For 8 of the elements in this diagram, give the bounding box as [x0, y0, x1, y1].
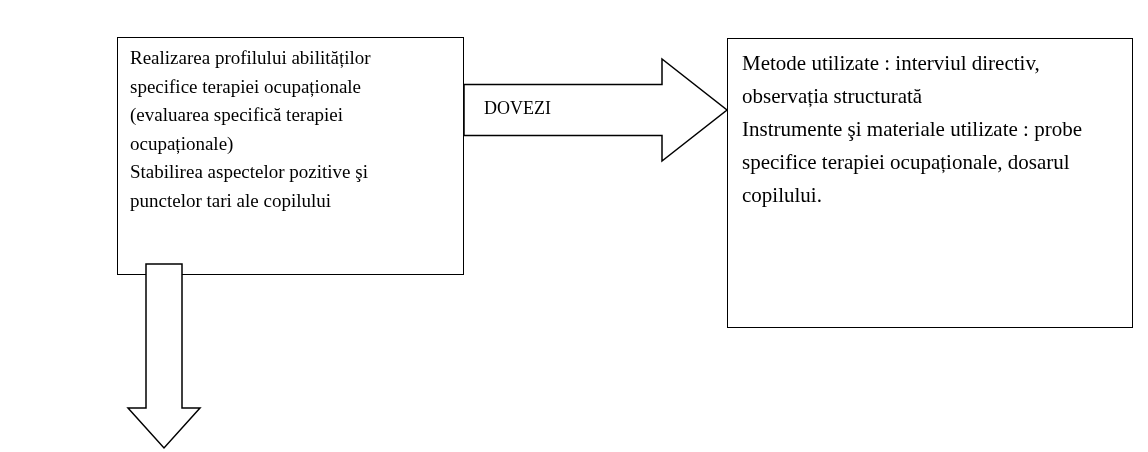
box-text: Stabilirea aspectelor pozitive şi punctelor tari ale copilului [130, 160, 369, 213]
box-text: Realizarea profilului abilităților specifice terapiei ocupaționale (evaluarea specifică terapiei ocupaționale) [130, 46, 372, 156]
block-arrow [126, 263, 202, 450]
box-text: Instrumente şi materiale utilizate : probe specifice terapiei ocupaționale, dosarul copilului. [742, 116, 1083, 209]
text-box [727, 38, 1133, 328]
box-text: Metode utilizate : interviul directiv, observația structurată [742, 50, 1041, 110]
text-box [117, 37, 464, 275]
block-arrow [463, 57, 729, 163]
